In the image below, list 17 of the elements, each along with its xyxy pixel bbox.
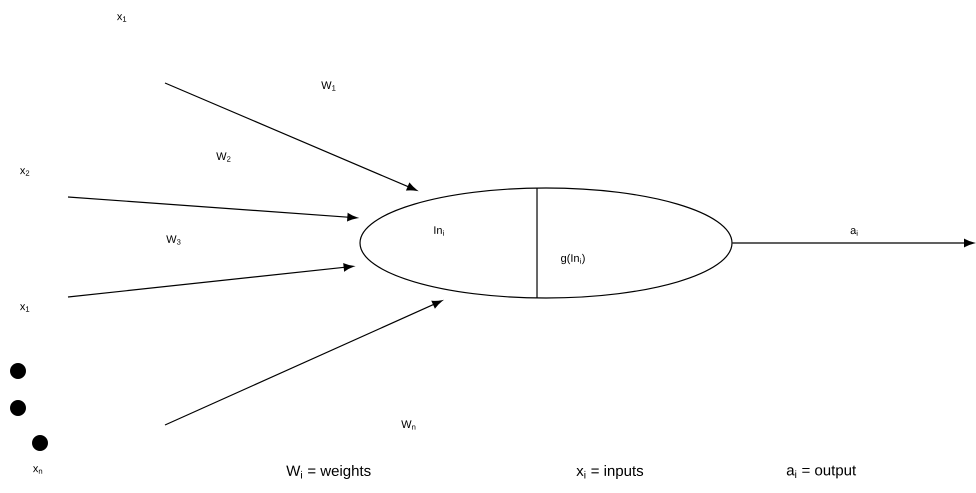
arrow <box>164 300 442 426</box>
edge-label: a$_{i}$ <box>849 227 860 237</box>
weight-label: W$_{n}$ <box>401 420 416 430</box>
legend-note: W$_{i}$ = weights <box>286 465 371 479</box>
input-label: x$_{1}$ <box>117 14 126 22</box>
input-label: x$_{2}$ <box>20 168 30 176</box>
input-label: x$_{1}$ <box>20 304 30 312</box>
weight-label: W$_{2}$ <box>216 152 230 162</box>
legend-note: a$_{i}$ = output <box>786 466 856 478</box>
arrow <box>732 238 974 248</box>
arrow <box>68 263 354 298</box>
weight-label: W$_{1}$ <box>321 81 336 91</box>
weight-label: W$_{3}$ <box>166 235 181 245</box>
arrow <box>68 196 358 222</box>
legend-note: x$_{i}$ = inputs <box>576 465 644 479</box>
arrow <box>164 82 418 191</box>
input-label: x$_{n}$ <box>33 466 42 474</box>
